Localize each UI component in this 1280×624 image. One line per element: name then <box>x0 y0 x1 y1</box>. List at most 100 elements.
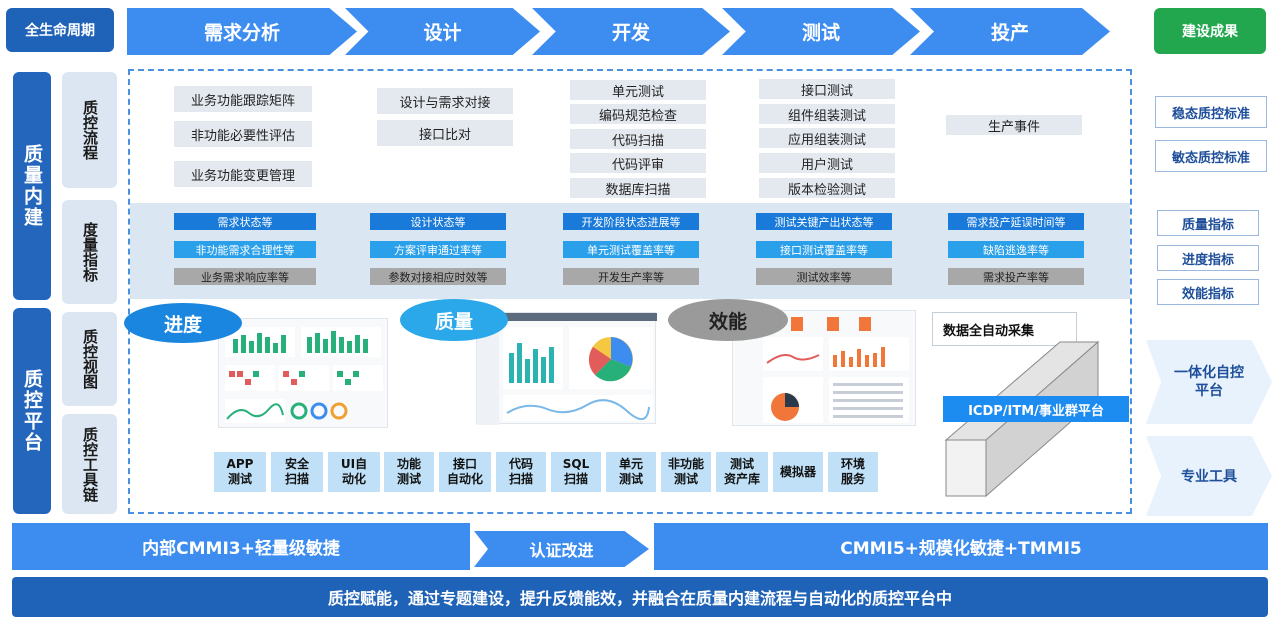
progress-dashboard-graphic <box>225 327 383 423</box>
cmmi5-bar: CMMI5+规模化敏捷+TMMI5 <box>654 523 1268 570</box>
process-item: 版本检验测试 <box>759 178 895 198</box>
tool-security-scan: 安全扫描 <box>271 452 323 492</box>
tool-nonfunctional-test: 非功能测试 <box>661 452 711 492</box>
tool-line: SQL <box>562 457 590 471</box>
phase-test: 测试 <box>722 8 920 55</box>
metric-tag: 开发阶段状态进展等 <box>563 213 699 230</box>
integrated-platform-result: 一体化自控 平台 <box>1146 340 1272 424</box>
integrated-line: 平台 <box>1195 383 1223 399</box>
stable-qc-standard: 稳态质控标准 <box>1155 96 1267 128</box>
tool-line: APP <box>226 457 254 471</box>
metric-tag: 非功能需求合理性等 <box>174 241 316 258</box>
quality-built-in-label: 质量内建 <box>13 72 51 300</box>
qc-process-label: 质控流程 <box>62 72 117 188</box>
tool-line: 动化 <box>341 472 366 486</box>
process-item: 应用组装测试 <box>759 128 895 148</box>
tool-line: 功能 <box>396 457 421 471</box>
process-item: 编码规范检查 <box>570 104 706 124</box>
process-item: 组件组装测试 <box>759 104 895 124</box>
metric-tag: 开发生产率等 <box>563 268 699 285</box>
metric-tag: 接口测试覆盖率等 <box>756 241 892 258</box>
tool-line: 测试 <box>396 472 421 486</box>
process-item: 接口测试 <box>759 79 895 99</box>
auto-collect-callout: 数据全自动采集 <box>932 312 1077 346</box>
process-item: 代码扫描 <box>570 129 706 149</box>
integrated-line: 一体化自控 <box>1174 365 1244 381</box>
metric-tag: 业务需求响应率等 <box>174 268 316 285</box>
tool-line: 代码 <box>508 457 533 471</box>
metric-tag: 需求投产率等 <box>948 268 1084 285</box>
tool-ui-automation: UI自动化 <box>328 452 380 492</box>
lifecycle-label: 全生命周期 <box>6 8 114 52</box>
tool-line: 扫描 <box>508 472 533 486</box>
progress-index: 进度指标 <box>1157 245 1259 271</box>
progress-dashboard-thumbnail <box>218 318 388 428</box>
tool-line: 环境 <box>840 457 865 471</box>
tool-functional-test: 功能测试 <box>384 452 434 492</box>
quality-built-in-text: 质量内建 <box>21 144 43 228</box>
metric-tag: 测试关键产出状态等 <box>756 213 892 230</box>
platform-label: ICDP/ITM/事业群平台 <box>943 396 1129 422</box>
qc-toolchain-label: 质控工具链 <box>62 414 117 514</box>
process-item: 生产事件 <box>946 115 1082 135</box>
metrics-text: 度量指标 <box>81 222 99 282</box>
tool-line: 资产库 <box>723 472 760 486</box>
metric-tag: 需求投产延误时间等 <box>948 213 1084 230</box>
tool-unit-test: 单元测试 <box>606 452 656 492</box>
tool-line: 测试 <box>227 472 252 486</box>
tool-line: 测试 <box>673 472 698 486</box>
qc-platform-label: 质控平台 <box>13 308 51 514</box>
phase-requirements: 需求分析 <box>127 8 357 55</box>
tool-code-scan: 代码扫描 <box>496 452 546 492</box>
process-item: 业务功能跟踪矩阵 <box>174 86 312 112</box>
tool-line: 接口 <box>452 457 477 471</box>
tool-line: 服务 <box>840 472 865 486</box>
process-item: 接口比对 <box>377 120 513 146</box>
process-item: 非功能必要性评估 <box>174 121 312 147</box>
process-item: 设计与需求对接 <box>377 88 513 114</box>
metric-tag: 单元测试覆盖率等 <box>563 241 699 258</box>
tool-line: 模拟器 <box>779 464 816 479</box>
certify-arrow: 认证改进 <box>474 531 649 567</box>
metric-tag: 设计状态等 <box>370 213 506 230</box>
tool-line: 自动化 <box>446 472 483 486</box>
phase-production: 投产 <box>910 8 1110 55</box>
process-item: 单元测试 <box>570 80 706 100</box>
process-item: 代码评审 <box>570 153 706 173</box>
agile-qc-standard: 敏态质控标准 <box>1155 140 1267 172</box>
process-item: 数据库扫描 <box>570 178 706 198</box>
qc-platform-text: 质控平台 <box>21 369 43 453</box>
qc-toolchain-text: 质控工具链 <box>81 426 99 502</box>
qc-view-label: 质控视图 <box>62 312 117 406</box>
tool-line: 测试 <box>729 457 754 471</box>
metric-tag: 测试效率等 <box>756 268 892 285</box>
metric-tag: 需求状态等 <box>174 213 316 230</box>
tool-line: 安全 <box>284 457 309 471</box>
tool-test-asset-library: 测试资产库 <box>716 452 768 492</box>
tool-api-automation: 接口自动化 <box>439 452 491 492</box>
tool-line: 非功能 <box>667 457 704 471</box>
tool-line: 测试 <box>618 472 643 486</box>
qc-process-text: 质控流程 <box>81 100 99 160</box>
quality-dashboard-thumbnail <box>476 312 657 425</box>
efficiency-ellipse: 效能 <box>668 299 788 341</box>
metrics-label: 度量指标 <box>62 200 117 304</box>
metric-tag: 参数对接相应时效等 <box>370 268 506 285</box>
efficiency-index: 效能指标 <box>1157 279 1259 305</box>
efficiency-dashboard-thumbnail <box>732 310 916 426</box>
metric-tag: 缺陷逃逸率等 <box>948 241 1084 258</box>
pro-tools-result: 专业工具 <box>1146 436 1272 516</box>
tool-line: 扫描 <box>284 472 309 486</box>
tool-line: UI自 <box>340 457 368 471</box>
quality-dashboard-graphic <box>477 313 657 425</box>
phase-develop: 开发 <box>532 8 730 55</box>
tool-environment-service: 环境服务 <box>828 452 878 492</box>
efficiency-dashboard-graphic <box>763 317 909 423</box>
main-dashed-frame <box>128 69 1132 514</box>
tool-simulator: 模拟器 <box>773 452 823 492</box>
phase-design: 设计 <box>345 8 540 55</box>
cmmi3-bar: 内部CMMI3+轻量级敏捷 <box>12 523 470 570</box>
result-label: 建设成果 <box>1154 8 1266 54</box>
